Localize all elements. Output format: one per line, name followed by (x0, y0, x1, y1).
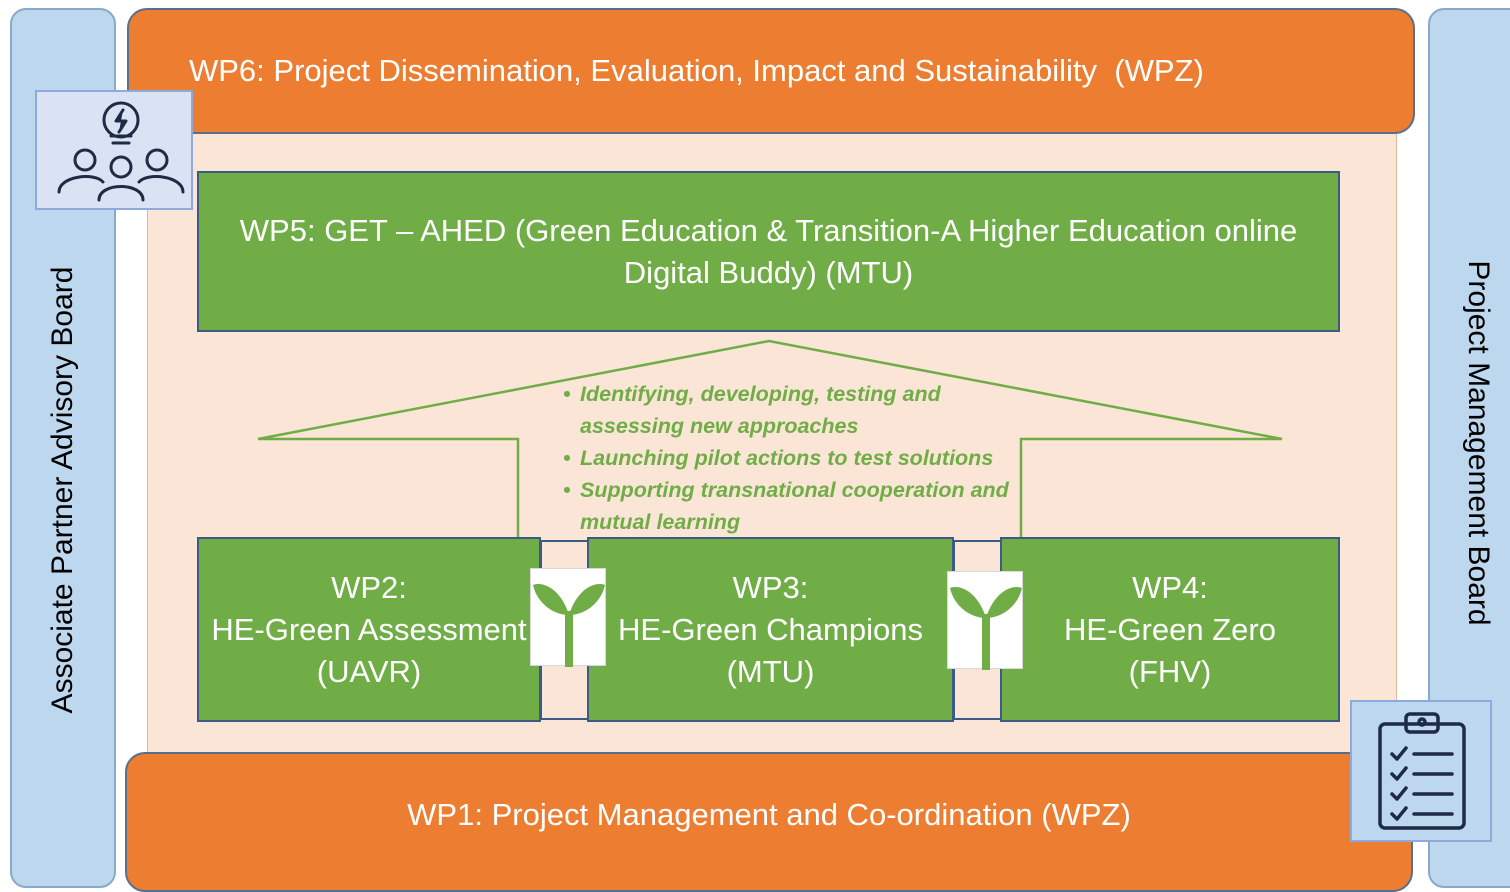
wp2-lead: (UAVR) (316, 653, 422, 689)
wp5-label: WP5: GET – AHED (Green Education & Trans… (239, 212, 1298, 290)
wp1-box: WP1: Project Management and Co-ordinatio… (125, 752, 1413, 892)
bullet-item: Supporting transnational cooperation and… (563, 474, 1033, 538)
wp2-title: WP2: (331, 569, 407, 605)
team-lightbulb-icon (35, 90, 193, 210)
wp4-title: WP4: (1132, 569, 1208, 605)
bullet-item: Identifying, developing, testing and ass… (563, 378, 1033, 442)
wp3-lead: (MTU) (726, 653, 815, 689)
wp1-label: WP1: Project Management and Co-ordinatio… (407, 796, 1131, 832)
wp3-name: HE-Green Champions (618, 611, 923, 647)
wp3-title: WP3: (732, 569, 809, 605)
wp4-lead: (FHV) (1128, 653, 1212, 689)
wp3-box: WP3: HE-Green Champions (MTU) (587, 537, 954, 722)
bullet-item: Launching pilot actions to test solution… (563, 442, 1033, 474)
wp6-box: WP6: Project Dissemination, Evaluation, … (127, 8, 1415, 134)
management-board-label: Project Management Board (1462, 260, 1495, 626)
wp4-box: WP4: HE-Green Zero (FHV) (1000, 537, 1340, 722)
wp2-box: WP2: HE-Green Assessment (UAVR) (197, 537, 541, 722)
plant-sprout-icon (947, 571, 1023, 670)
plant-sprout-icon (530, 568, 606, 667)
activity-bullet-list: Identifying, developing, testing and ass… (563, 378, 1033, 538)
clipboard-checklist-icon (1350, 700, 1492, 842)
wp4-name: HE-Green Zero (1064, 611, 1276, 647)
advisory-board-label: Associate Partner Advisory Board (46, 266, 79, 714)
wp5-box: WP5: GET – AHED (Green Education & Trans… (197, 171, 1340, 332)
wp2-name: HE-Green Assessment (211, 611, 527, 647)
wp6-label: WP6: Project Dissemination, Evaluation, … (189, 53, 1204, 88)
